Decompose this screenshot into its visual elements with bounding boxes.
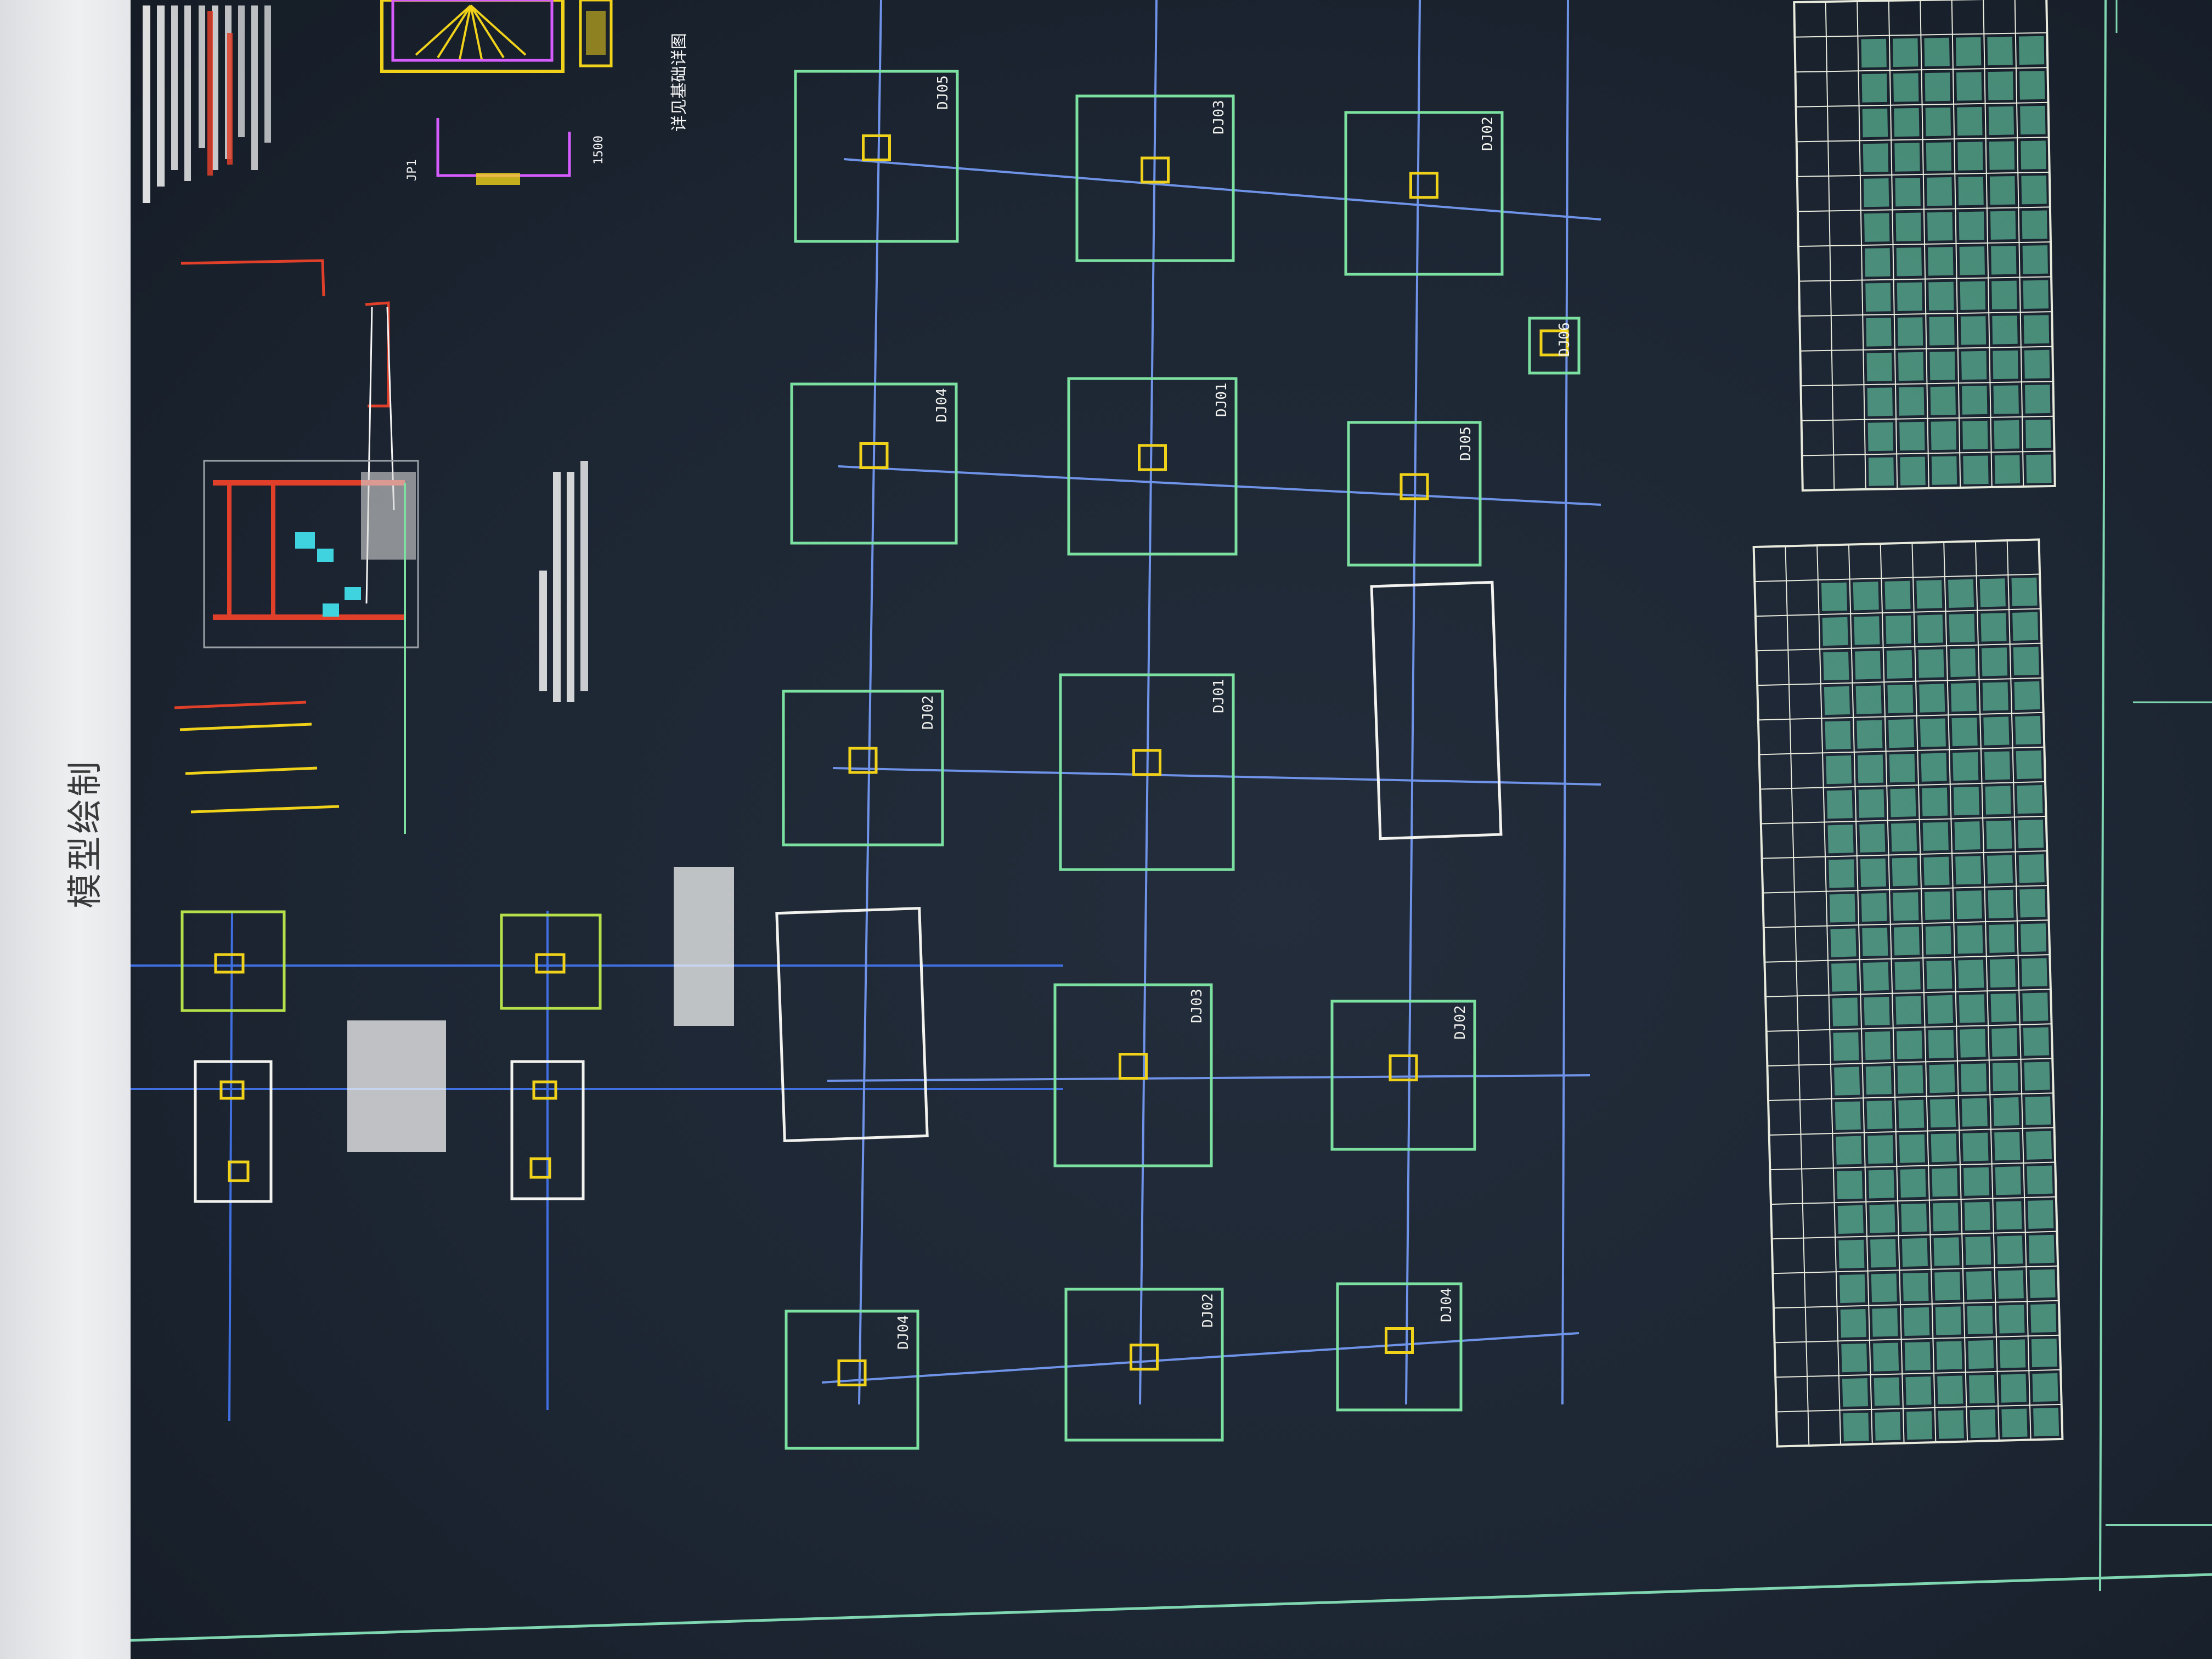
pile-cap-label: DJ02 [1200, 1293, 1216, 1328]
sidebar-title: 模型绘制 [65, 759, 106, 909]
column-marker [1539, 329, 1569, 357]
pile-cap-label: DJ03 [1189, 989, 1205, 1023]
tie-beams [775, 580, 1503, 1142]
pile-cap [1064, 1288, 1224, 1442]
column-marker [1385, 1327, 1414, 1354]
column-marker [862, 134, 891, 161]
column-marker [859, 442, 889, 469]
pile-cap-label: DJ04 [934, 388, 950, 422]
pile-cap [1336, 1282, 1463, 1412]
top-notes: JP1 1500 详见基础详图 [143, 0, 689, 203]
pile-cap-label: DJ02 [920, 695, 936, 730]
pile-cap-label: DJ05 [1458, 426, 1474, 461]
top-note-tag: JP1 [405, 159, 419, 181]
column-marker [1409, 172, 1438, 199]
column-marker [1141, 156, 1170, 184]
cad-drawing-canvas[interactable]: JP1 1500 详见基础详图 [131, 0, 2212, 1659]
column-marker [1138, 444, 1167, 471]
pile-cap [794, 70, 959, 243]
column-marker [1119, 1053, 1148, 1080]
schedule-tables [1752, 0, 2064, 1448]
pile-cap-label: DJ06 [1556, 322, 1573, 357]
pile-cap [1344, 111, 1504, 276]
pile-cap-label: DJ02 [1480, 116, 1496, 151]
detail-caption: 详见基础详图 [670, 33, 689, 132]
pile-cap [782, 690, 944, 847]
section-detail [174, 259, 419, 834]
pile-cap [1075, 94, 1235, 262]
pile-cap-label: DJ01 [1211, 679, 1227, 713]
pile-cap-label: DJ03 [1211, 100, 1227, 134]
column-marker [1400, 473, 1429, 500]
tool-sidebar: 模型绘制 [0, 0, 132, 1659]
schedule-table [1752, 538, 2064, 1448]
schedule-table [1793, 0, 2056, 492]
dimension-label: 1500 [592, 136, 606, 165]
pile-cap-label: DJ01 [1214, 382, 1230, 417]
grid-lines [821, 0, 1601, 1405]
column-marker [837, 1359, 867, 1386]
pile-cap [790, 382, 958, 545]
pile-cap-label: DJ04 [1438, 1288, 1455, 1322]
pile-cap-label: DJ02 [1452, 1005, 1469, 1040]
pile-cap [1053, 983, 1213, 1167]
pile-cap-label: DJ05 [935, 75, 951, 110]
column-marker [1389, 1054, 1418, 1081]
pile-cap [1067, 377, 1238, 556]
column-marker [848, 747, 878, 774]
section-notes [539, 461, 588, 702]
pile-cap [1330, 1000, 1476, 1151]
column-marker [1132, 749, 1161, 776]
pile-cap-label: DJ04 [895, 1315, 912, 1350]
title-block [131, 0, 2212, 1642]
pile-cap [1347, 421, 1482, 567]
column-marker [1130, 1344, 1159, 1371]
pile-cap [1059, 673, 1235, 871]
pile-cap [785, 1310, 919, 1450]
left-pile-caps [131, 867, 1063, 1421]
cad-drawing: JP1 1500 详见基础详图 [131, 0, 2212, 1642]
pile-cap [1528, 317, 1581, 375]
